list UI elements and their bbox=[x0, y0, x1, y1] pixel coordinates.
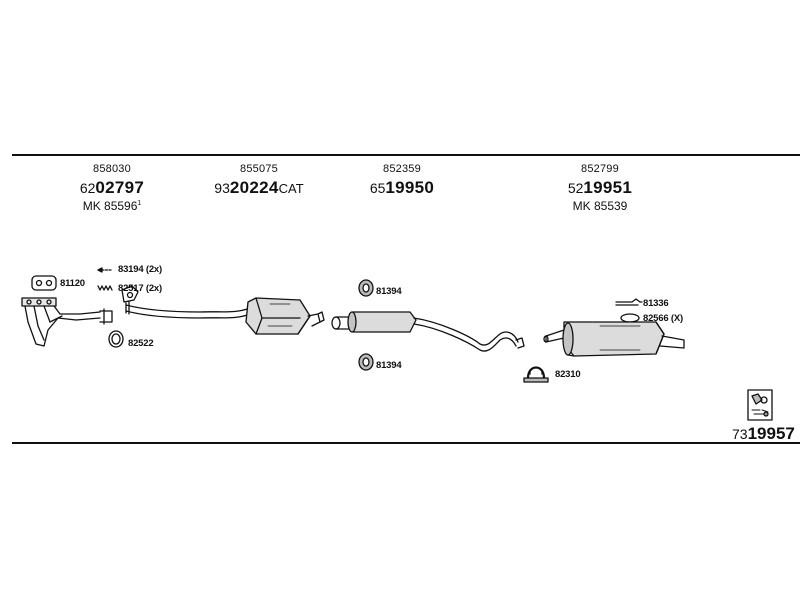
part-label-82517: 82517 (2x) bbox=[118, 283, 162, 294]
bolt-icon bbox=[97, 267, 113, 273]
part-ref: 852359 bbox=[383, 163, 421, 175]
part-number: 5219951 bbox=[567, 178, 633, 197]
rear-silencer-icon bbox=[543, 321, 685, 357]
sealing-ring-icon bbox=[620, 313, 640, 323]
part-label-83194: 83194 (2x) bbox=[118, 264, 162, 275]
part-header-middle-silencer: 852359 6519950 bbox=[370, 164, 434, 200]
kit-number: 7319957 bbox=[732, 424, 795, 443]
flange-gasket-icon bbox=[121, 285, 139, 303]
bottom-divider-line bbox=[12, 442, 800, 444]
u-clamp-icon bbox=[523, 366, 549, 383]
part-ref: 855075 bbox=[240, 163, 278, 175]
part-number: 9320224CAT bbox=[214, 178, 304, 197]
part-label-82310: 82310 bbox=[555, 369, 581, 380]
top-divider-line bbox=[12, 154, 800, 156]
part-label-82522: 82522 bbox=[128, 338, 154, 349]
clamp-icon bbox=[615, 298, 643, 306]
mounting-kit-box-icon bbox=[747, 389, 773, 421]
part-header-front-pipe: 858030 6202797 MK 855961 bbox=[79, 163, 145, 213]
mounting-kit-number: MK 85539 bbox=[572, 199, 628, 213]
part-label-81394-bottom: 81394 bbox=[376, 360, 402, 371]
part-number: 6519950 bbox=[369, 178, 435, 197]
part-ref: 858030 bbox=[93, 163, 131, 175]
part-label-82566: 82566 (X) bbox=[643, 313, 683, 324]
part-label-81120: 81120 bbox=[60, 278, 85, 289]
spring-icon bbox=[97, 285, 113, 291]
part-number: 6202797 bbox=[79, 178, 145, 197]
mounting-kit-number: MK 855961 bbox=[82, 199, 142, 213]
exhaust-manifold-icon bbox=[21, 297, 113, 347]
rubber-hanger-icon bbox=[358, 353, 374, 371]
sealing-ring-icon bbox=[108, 330, 124, 348]
catalytic-converter-icon bbox=[125, 297, 325, 335]
gasket-icon bbox=[31, 275, 57, 291]
middle-silencer-icon bbox=[331, 311, 525, 352]
part-ref: 852799 bbox=[581, 163, 619, 175]
part-label-81394-top: 81394 bbox=[376, 286, 402, 297]
part-header-rear-silencer: 852799 5219951 MK 85539 bbox=[567, 163, 633, 213]
rubber-hanger-icon bbox=[358, 279, 374, 297]
part-header-catalytic-converter: 855075 9320224CAT bbox=[214, 164, 303, 200]
part-label-81336: 81336 bbox=[643, 298, 669, 309]
